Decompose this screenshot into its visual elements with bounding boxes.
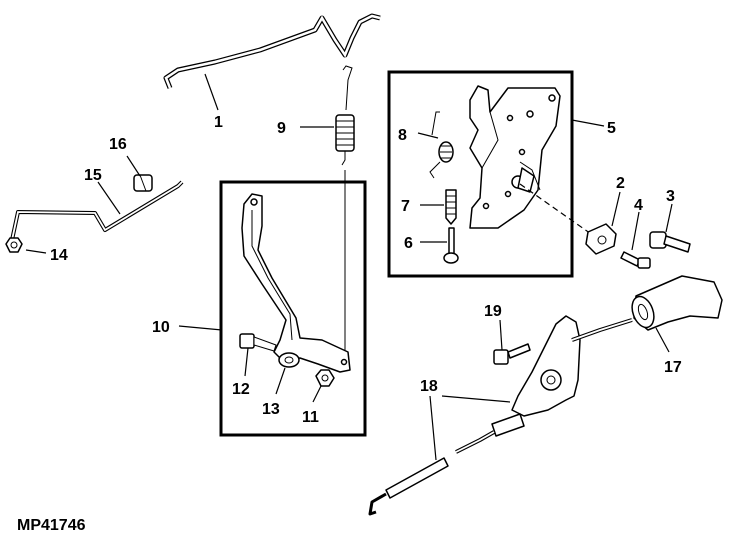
callout-9: 9 [277, 120, 286, 137]
callout-12: 12 [232, 381, 250, 398]
part-spring [335, 65, 355, 166]
callout-16: 16 [109, 136, 127, 153]
part-bolt-3 [649, 231, 691, 253]
figure-id: MP41746 [17, 517, 86, 534]
part-control-rod [163, 13, 381, 89]
callout-6: 6 [404, 235, 413, 252]
part-bolt-6 [443, 227, 459, 264]
callout-2: 2 [616, 175, 625, 192]
part-bolt-12 [239, 333, 277, 352]
callout-18: 18 [420, 378, 438, 395]
callout-5: 5 [607, 120, 616, 137]
part-bushing [278, 352, 300, 368]
part-screw [445, 189, 457, 225]
part-lever-assembly [368, 315, 633, 516]
part-spring-8 [429, 111, 454, 179]
part-bracket [469, 85, 561, 229]
callout-13: 13 [262, 401, 280, 418]
callout-19: 19 [484, 303, 502, 320]
pedal-detail-box [219, 180, 367, 437]
callout-7: 7 [401, 198, 410, 215]
callout-15: 15 [84, 167, 102, 184]
callout-4: 4 [634, 197, 643, 214]
part-plate-nut [585, 223, 617, 255]
part-nut-11 [315, 369, 335, 387]
part-rod [10, 180, 184, 241]
callout-3: 3 [666, 188, 675, 205]
callout-1: 1 [214, 114, 223, 131]
callout-8: 8 [398, 127, 407, 144]
part-nut [5, 237, 23, 253]
callout-17: 17 [664, 359, 682, 376]
leader-lines [25, 73, 673, 461]
callout-10: 10 [152, 319, 170, 336]
part-pedal [241, 193, 351, 373]
part-clip [133, 174, 153, 192]
callout-11: 11 [302, 409, 319, 426]
part-grip [631, 275, 723, 331]
bracket-detail-box [387, 70, 574, 278]
part-bolt-4 [620, 251, 651, 269]
part-bolt-19 [493, 343, 531, 365]
callout-14: 14 [50, 247, 68, 264]
